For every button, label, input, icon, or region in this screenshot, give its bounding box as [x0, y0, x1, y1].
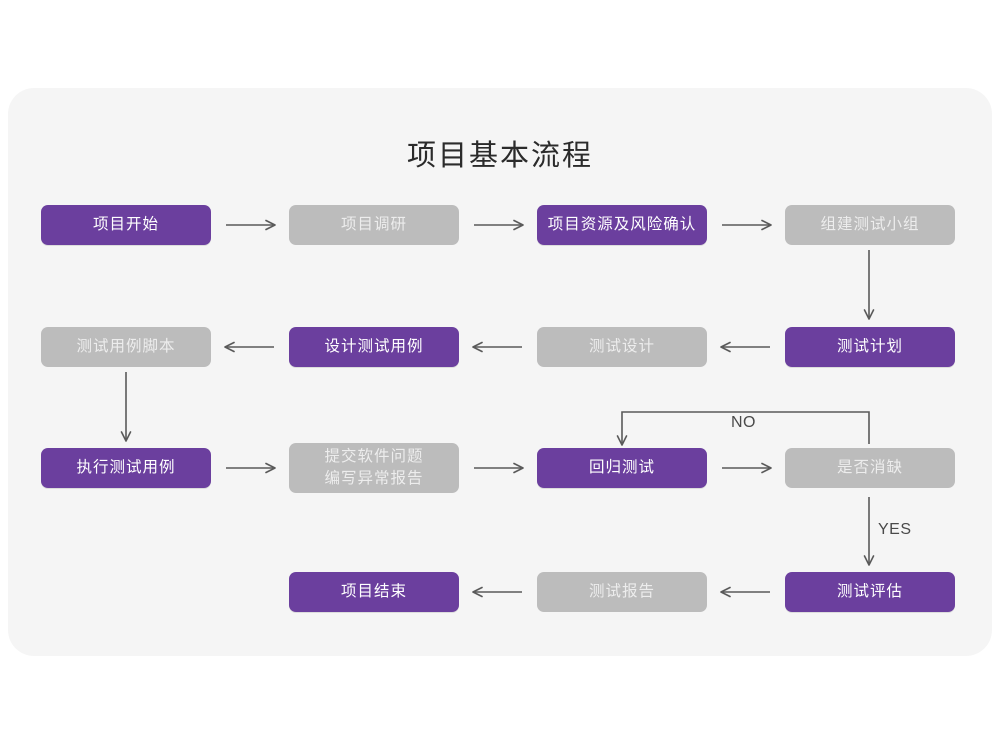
- node-test-plan[interactable]: 测试计划: [785, 327, 955, 367]
- node-project-start[interactable]: 项目开始: [41, 205, 211, 245]
- node-project-end[interactable]: 项目结束: [289, 572, 459, 612]
- node-defect-cleared-decision[interactable]: 是否消缺: [785, 448, 955, 488]
- node-regression-test[interactable]: 回归测试: [537, 448, 707, 488]
- node-test-report[interactable]: 测试报告: [537, 572, 707, 612]
- node-test-evaluation[interactable]: 测试评估: [785, 572, 955, 612]
- node-execute-test-case[interactable]: 执行测试用例: [41, 448, 211, 488]
- node-submit-bug-report[interactable]: 提交软件问题 编写异常报告: [289, 443, 459, 493]
- node-build-test-team[interactable]: 组建测试小组: [785, 205, 955, 245]
- node-test-case-script[interactable]: 测试用例脚本: [41, 327, 211, 367]
- edge-label-no: NO: [731, 414, 756, 431]
- page-title: 项目基本流程: [406, 140, 593, 172]
- flowchart-card: [8, 88, 992, 656]
- node-design-test-case[interactable]: 设计测试用例: [289, 327, 459, 367]
- node-project-research[interactable]: 项目调研: [289, 205, 459, 245]
- edge-label-yes: YES: [878, 521, 912, 538]
- node-resource-risk-confirm[interactable]: 项目资源及风险确认: [537, 205, 707, 245]
- node-test-design[interactable]: 测试设计: [537, 327, 707, 367]
